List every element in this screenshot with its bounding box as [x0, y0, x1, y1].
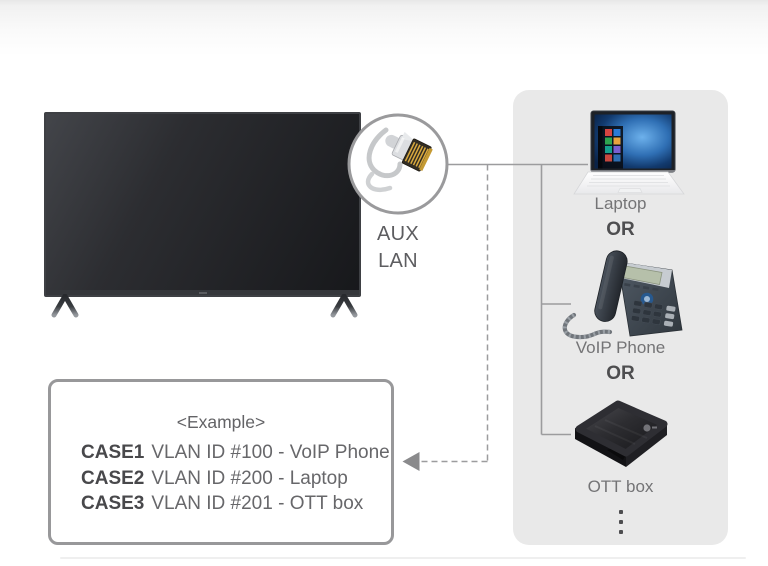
tv-leg-left-icon [51, 294, 79, 318]
voip-phone-label: VoIP Phone [575, 338, 666, 357]
example-box: <Example> CASE1 VLAN ID #100 - VoIP Phone… [48, 379, 394, 545]
more-devices-dots-icon [618, 504, 623, 540]
case-row-2: CASE2 VLAN ID #200 - Laptop [81, 466, 391, 492]
example-title: <Example> [176, 412, 266, 432]
case3-label: CASE3 [81, 493, 145, 514]
or-label-1: OR [606, 219, 635, 240]
case3-desc: VLAN ID #201 - OTT box [151, 493, 364, 514]
tv-image [44, 112, 361, 297]
arrow-left-icon [402, 452, 420, 471]
case2-label: CASE2 [81, 467, 145, 489]
rj45-plug-icon [385, 131, 433, 172]
ott-box-icon [575, 400, 668, 467]
lan-connector-inset [347, 113, 449, 215]
case1-desc: VLAN ID #100 - VoIP Phone [151, 442, 390, 463]
case2-desc: VLAN ID #200 - Laptop [151, 467, 348, 489]
aux-label-line2: LAN [378, 250, 418, 272]
case-row-3: CASE3 VLAN ID #201 - OTT box [81, 491, 391, 517]
bottom-divider [60, 557, 746, 559]
device-options-panel: Laptop OR [513, 90, 728, 545]
top-gradient-band [0, 0, 768, 56]
or-label-2: OR [606, 363, 635, 384]
laptop-icon [573, 110, 685, 195]
aux-label-line1: AUX [376, 223, 420, 245]
tv-leg-right-icon [330, 294, 358, 318]
dot [618, 520, 623, 524]
case-row-1: CASE1 VLAN ID #100 - VoIP Phone [81, 440, 391, 466]
dot [618, 530, 623, 534]
dot [618, 510, 623, 514]
case1-label: CASE1 [81, 442, 145, 463]
voip-phone-icon [562, 250, 683, 340]
laptop-label: Laptop [594, 194, 647, 213]
tv-logo-mark [198, 292, 207, 294]
aux-lan-label: AUX LAN [346, 221, 450, 275]
ott-box-label: OTT box [587, 477, 654, 496]
